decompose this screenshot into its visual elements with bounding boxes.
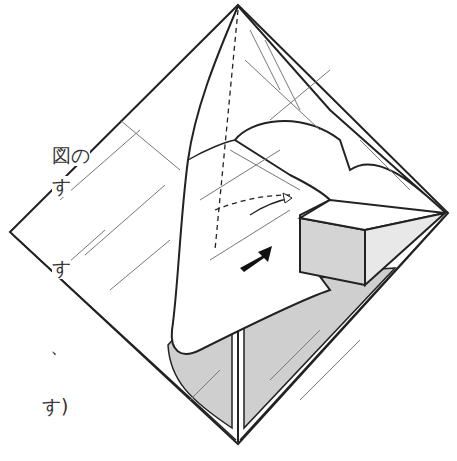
instruction-text: す: [52, 258, 71, 279]
fold-edge: [188, 140, 235, 160]
paper-edge: [240, 217, 444, 440]
push-arrow: [240, 246, 272, 272]
instruction-text: す): [42, 396, 68, 417]
grey-box-side: [365, 213, 445, 285]
instruction-text: 図の: [52, 145, 90, 166]
fold-arrow-head: [283, 193, 292, 203]
instruction-text: す: [52, 176, 71, 197]
instruction-text: 、: [50, 336, 69, 357]
cone-layer: [172, 6, 446, 354]
paper-square: [10, 5, 448, 444]
